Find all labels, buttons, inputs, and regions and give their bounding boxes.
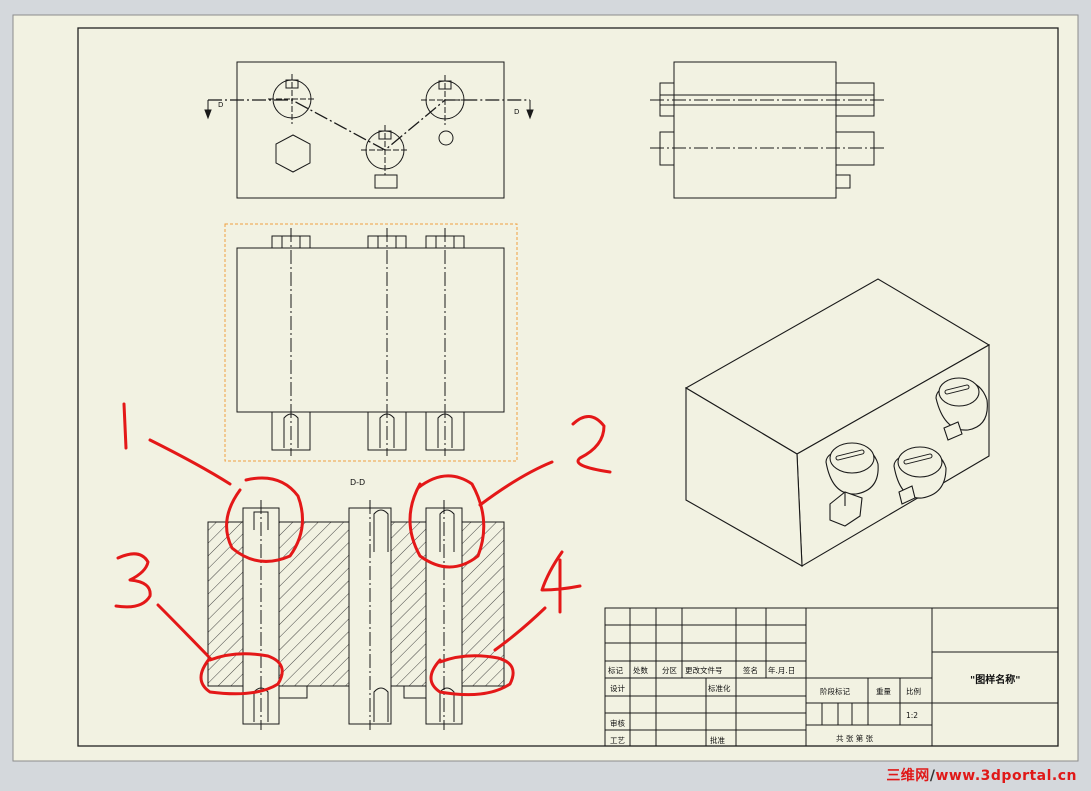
markup-leader-4 [493,606,547,652]
tb-approve: 批准 [710,735,725,745]
section-label: D-D [350,478,365,487]
title-block[interactable] [604,607,1059,747]
watermark-site: 三维网 [886,768,930,784]
tb-scale-value: 1:2 [906,711,918,720]
view-selection-box[interactable] [224,223,518,462]
markup-digit-2 [571,415,612,474]
isometric-view[interactable] [684,278,991,567]
top-view[interactable] [236,228,505,456]
markup-leader-2 [478,460,554,507]
section-view[interactable] [207,500,505,730]
markup-leader-1 [148,438,232,486]
tb-weight: 重量 [876,687,891,696]
tb-header-zone: 分区 [662,666,677,675]
arrow-label-left: D [218,101,223,109]
watermark: 三维网/www.3dportal.cn [886,768,1077,784]
red-markup [114,402,612,697]
tb-stage-mark: 阶段标记 [820,686,850,696]
arrow-label-right: D [514,108,519,116]
tb-process: 工艺 [610,736,625,745]
markup-digit-4 [540,550,582,614]
tb-header-change-doc: 更改文件号 [685,665,723,675]
tb-header-sign: 签名 [743,665,758,675]
markup-digit-1 [122,402,128,450]
tb-sheets: 共 张 第 张 [836,733,874,743]
drawing-border [77,27,1059,747]
tb-header-count: 处数 [633,665,648,675]
tb-design: 设计 [610,683,625,693]
tb-header-mark: 标记 [608,665,623,675]
front-view[interactable] [204,61,534,199]
tb-drawing-name: "图样名称" [970,673,1020,686]
watermark-url: www.3dportal.cn [935,768,1077,784]
markup-leader-3 [156,603,210,658]
tb-header-date: 年.月.日 [768,665,795,675]
side-view[interactable] [650,61,884,199]
tb-review: 审核 [610,718,625,728]
tb-standardize: 标准化 [708,683,731,693]
tb-ratio: 比例 [906,686,921,696]
markup-digit-3 [114,552,152,609]
